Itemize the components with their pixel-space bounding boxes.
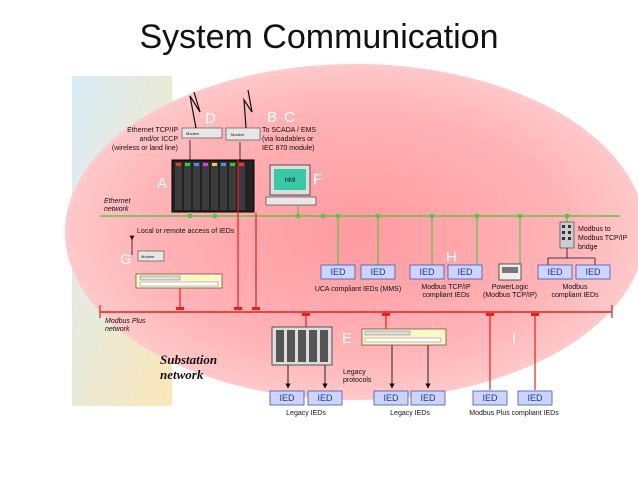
modbus-plus-compliant-label: Modbus Plus compliant IEDs <box>469 410 559 417</box>
legacy-protocols-label-1: Legacy <box>343 369 366 376</box>
modbus-tcp-label-1: Modbus TCP/IP <box>421 284 471 291</box>
svg-text:IED: IED <box>317 393 333 403</box>
svg-text:IED: IED <box>279 393 295 403</box>
modem-d <box>181 127 223 139</box>
svg-text:IED: IED <box>419 267 435 277</box>
loadables-label: (via loadables or <box>262 136 314 143</box>
bridge-label-1: Modbus to <box>578 226 611 233</box>
ethernet-tcpip-label: Ethernet TCP/IP <box>127 127 178 134</box>
svg-text:IED: IED <box>370 267 386 277</box>
page-title: System Communication <box>139 18 499 56</box>
modbus-bridge-mux-e <box>361 328 447 346</box>
svg-text:IED: IED <box>547 267 563 277</box>
ied-modbus-tcp-2: IED <box>447 264 483 280</box>
ethernet-label: Ethernet <box>104 198 132 205</box>
letter-b: B <box>267 109 277 126</box>
ied-modbus-plus-1: IED <box>472 390 508 406</box>
legacy-protocols-label-2: protocols <box>343 377 372 384</box>
modem-d-label: Modem <box>186 131 200 136</box>
letter-h: H <box>446 249 457 266</box>
lightning-icon <box>189 91 201 129</box>
svg-text:IED: IED <box>457 267 473 277</box>
powerlogic-label-2: (Modbus TCP/IP) <box>483 292 537 299</box>
letter-f: F <box>313 171 322 188</box>
legacy-ieds-label-1: Legacy IEDs <box>286 410 326 417</box>
ied-modbus-tcp-1: IED <box>409 264 445 280</box>
modbus-compliant-label-1: Modbus <box>563 284 588 291</box>
modbus-bridge-mux-g <box>135 273 223 289</box>
iec870-label: IEC 870 module) <box>262 145 315 152</box>
powerlogic-meter <box>498 263 522 281</box>
modbus-network-label: network <box>105 326 130 333</box>
hmi-label: HMI <box>285 178 296 184</box>
legacy-ieds-label-2: Legacy IEDs <box>390 410 430 417</box>
lightning-icon <box>243 89 253 129</box>
hmi-workstation <box>265 164 317 206</box>
modbus-compliant-label-2: compliant IEDs <box>551 292 599 299</box>
ied-uca-1: IED <box>320 264 356 280</box>
modem-bc-label: Modem <box>231 132 245 137</box>
ied-uca-2: IED <box>360 264 396 280</box>
iccp-label: and/or ICCP <box>139 136 178 143</box>
letter-c: C <box>284 109 295 126</box>
substation-label-2: network <box>160 367 204 382</box>
svg-text:IED: IED <box>527 393 543 403</box>
ied-legacy-4: IED <box>410 390 446 406</box>
svg-text:IED: IED <box>330 267 346 277</box>
substation-label-1: Substation <box>160 352 217 367</box>
letter-e: E <box>342 330 352 347</box>
modbus-plus-label: Modbus Plus <box>105 318 146 325</box>
background-blob <box>65 64 638 400</box>
modem-g <box>137 250 165 262</box>
ied-modbus-2: IED <box>575 264 611 280</box>
letter-a: A <box>157 175 167 192</box>
powerlogic-label-1: PowerLogic <box>492 284 529 291</box>
ied-legacy-3: IED <box>373 390 409 406</box>
uca-label: UCA compliant IEDs (MMS) <box>315 286 401 293</box>
ied-legacy-1: IED <box>269 390 305 406</box>
ied-modbus-1: IED <box>537 264 573 280</box>
ied-legacy-2: IED <box>307 390 343 406</box>
letter-d: D <box>205 110 216 127</box>
modem-bc <box>225 127 261 141</box>
ethernet-network-label: network <box>104 206 129 213</box>
legacy-arrows <box>285 345 431 389</box>
scada-label: To SCADA / EMS <box>262 127 316 134</box>
letter-g: G <box>120 251 132 268</box>
modbus-bridge-device <box>559 221 575 249</box>
ied-modbus-plus-2: IED <box>517 390 553 406</box>
bridge-label-3: bridge <box>578 244 598 251</box>
modbus-tcp-label-2: compliant IEDs <box>422 292 470 299</box>
ethernet-drops <box>337 216 568 265</box>
svg-text:IED: IED <box>585 267 601 277</box>
svg-text:IED: IED <box>383 393 399 403</box>
svg-text:IED: IED <box>420 393 436 403</box>
letter-i: I <box>512 330 516 347</box>
bridge-label-2: Modbus TCP/IP <box>578 235 628 242</box>
local-remote-label: Local or remote access of IEDs <box>137 228 235 235</box>
plc-rack <box>171 159 255 213</box>
svg-text:IED: IED <box>482 393 498 403</box>
plc-rack-e <box>271 326 333 366</box>
wireless-label: (wireless or land line) <box>112 145 178 152</box>
modem-g-label: Modem <box>141 254 155 259</box>
